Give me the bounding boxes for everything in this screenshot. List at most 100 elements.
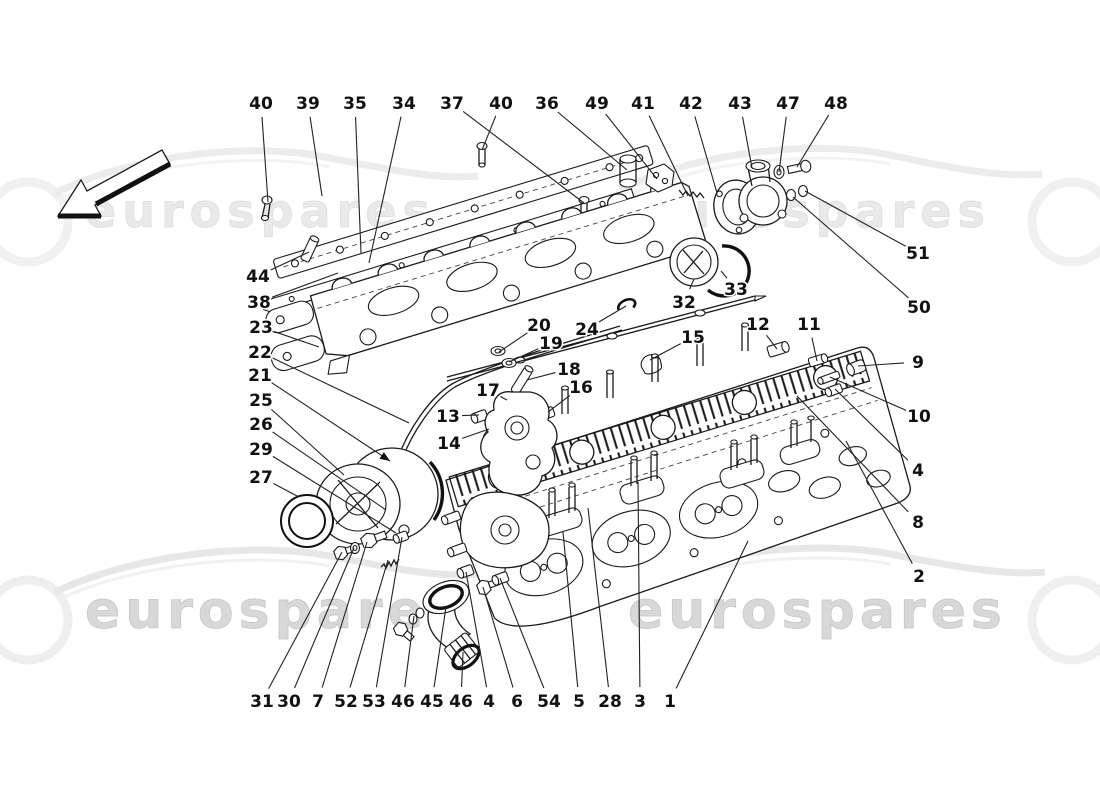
svg-text:19: 19 bbox=[539, 334, 563, 354]
callout-34: 34 bbox=[368, 93, 417, 264]
svg-text:47: 47 bbox=[776, 94, 800, 114]
callout-13: 13 bbox=[435, 406, 480, 429]
svg-text:14: 14 bbox=[437, 434, 461, 454]
svg-text:17: 17 bbox=[476, 381, 500, 401]
callout-11: 11 bbox=[796, 314, 822, 362]
svg-text:11: 11 bbox=[797, 315, 821, 335]
combustion-chambers bbox=[504, 480, 759, 597]
svg-text:20: 20 bbox=[527, 316, 551, 336]
front-casting bbox=[440, 391, 558, 569]
cover-screw-a bbox=[476, 141, 488, 168]
svg-text:35: 35 bbox=[343, 94, 367, 114]
svg-text:16: 16 bbox=[569, 378, 593, 398]
svg-text:34: 34 bbox=[392, 94, 416, 114]
callout-41: 41 bbox=[630, 93, 689, 197]
callout-20: 20 bbox=[498, 315, 552, 353]
callout-26: 26 bbox=[248, 414, 387, 511]
callout-18: 18 bbox=[526, 359, 582, 382]
thermostat-housing bbox=[738, 159, 788, 226]
svg-text:48: 48 bbox=[824, 94, 848, 114]
callout-15: 15 bbox=[649, 327, 706, 361]
bracket-plate bbox=[645, 163, 675, 193]
svg-text:40: 40 bbox=[489, 94, 513, 114]
svg-text:6: 6 bbox=[511, 692, 523, 712]
water-elbow bbox=[392, 564, 510, 671]
svg-text:46: 46 bbox=[391, 692, 415, 712]
timing-cover bbox=[315, 447, 445, 545]
callout-6: 6 bbox=[482, 586, 524, 714]
seal-washer-a bbox=[785, 188, 797, 202]
callout-29: 29 bbox=[248, 439, 397, 534]
svg-text:37: 37 bbox=[440, 94, 464, 114]
callout-30: 30 bbox=[276, 547, 355, 714]
callout-23: 23 bbox=[248, 317, 320, 348]
callout-1: 1 bbox=[663, 540, 749, 714]
svg-text:45: 45 bbox=[420, 692, 444, 712]
svg-text:8: 8 bbox=[912, 513, 924, 533]
callout-9: 9 bbox=[857, 352, 925, 375]
callout-44: 44 bbox=[245, 251, 310, 289]
svg-text:39: 39 bbox=[296, 94, 320, 114]
seal-washer-b bbox=[797, 184, 809, 198]
svg-text:3: 3 bbox=[634, 692, 646, 712]
cam-cover bbox=[265, 180, 707, 375]
cam-cover-gasket bbox=[273, 145, 654, 279]
svg-text:53: 53 bbox=[362, 692, 386, 712]
callout-43: 43 bbox=[727, 93, 753, 169]
svg-text:41: 41 bbox=[631, 94, 655, 114]
callout-24: 24 bbox=[574, 305, 627, 342]
bent-pipe bbox=[396, 325, 623, 463]
callout-49: 49 bbox=[584, 93, 658, 180]
svg-text:38: 38 bbox=[247, 293, 271, 313]
callout-17: 17 bbox=[475, 380, 508, 403]
callout-4: 4 bbox=[465, 571, 497, 714]
swoosh-bottom-left bbox=[53, 546, 479, 596]
svg-text:4: 4 bbox=[483, 692, 495, 712]
svg-text:26: 26 bbox=[249, 415, 273, 435]
svg-text:33: 33 bbox=[724, 280, 748, 300]
callout-50: 50 bbox=[792, 196, 932, 320]
callout-47: 47 bbox=[775, 93, 801, 173]
callout-52: 52 bbox=[333, 559, 389, 714]
callout-40: 40 bbox=[481, 93, 514, 151]
swoosh-top-right bbox=[618, 144, 1043, 194]
svg-text:44: 44 bbox=[246, 267, 270, 287]
svg-text:40: 40 bbox=[249, 94, 273, 114]
svg-text:30: 30 bbox=[277, 692, 301, 712]
svg-text:43: 43 bbox=[728, 94, 752, 114]
callout-22: 22 bbox=[247, 342, 410, 424]
callout-16: 16 bbox=[547, 377, 594, 413]
callout-54: 54 bbox=[499, 577, 562, 714]
callout-35: 35 bbox=[342, 93, 368, 254]
callout-3: 3 bbox=[633, 481, 647, 714]
union-bushing bbox=[619, 154, 637, 188]
callout-28: 28 bbox=[587, 507, 623, 714]
svg-text:49: 49 bbox=[585, 94, 609, 114]
svg-text:42: 42 bbox=[679, 94, 703, 114]
small-o-ring bbox=[616, 297, 637, 311]
callout-33: 33 bbox=[720, 270, 749, 302]
svg-text:36: 36 bbox=[535, 94, 559, 114]
svg-text:29: 29 bbox=[249, 440, 273, 460]
svg-text:25: 25 bbox=[249, 391, 273, 411]
callout-40: 40 bbox=[248, 93, 274, 203]
svg-text:54: 54 bbox=[537, 692, 561, 712]
svg-text:5: 5 bbox=[573, 692, 585, 712]
svg-text:24: 24 bbox=[575, 320, 599, 340]
callout-7: 7 bbox=[311, 541, 368, 714]
svg-text:23: 23 bbox=[249, 318, 273, 338]
svg-text:12: 12 bbox=[746, 315, 770, 335]
svg-text:32: 32 bbox=[672, 293, 696, 313]
svg-text:51: 51 bbox=[906, 244, 930, 264]
watermark-bottom-right: eurospares bbox=[628, 581, 1007, 641]
bushing-left bbox=[470, 409, 489, 424]
svg-text:1: 1 bbox=[664, 692, 676, 712]
cover-fasteners bbox=[333, 530, 410, 570]
parts-illustration bbox=[56, 141, 911, 671]
svg-text:13: 13 bbox=[436, 407, 460, 427]
callout-36: 36 bbox=[534, 93, 628, 171]
callout-51: 51 bbox=[804, 190, 931, 266]
gasket-screw bbox=[260, 195, 273, 222]
callout-19: 19 bbox=[508, 333, 564, 363]
